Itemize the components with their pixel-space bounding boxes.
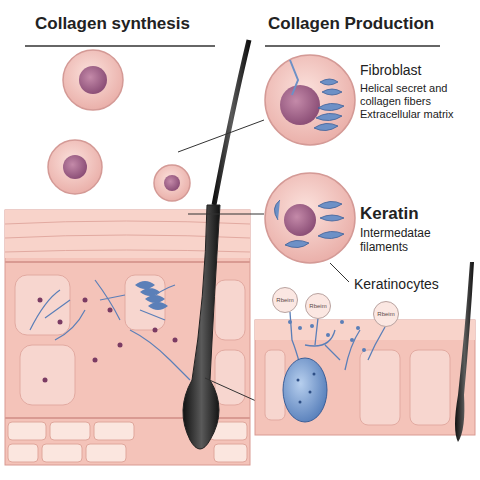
vesicle-label: Rbeim [377,311,394,317]
cell-label: Keratin [360,204,419,224]
vesicle-circle: Rbeim [272,287,298,313]
cell-label: Fibroblast [360,62,421,79]
heading: Collagen synthesis [35,14,190,34]
heading: Collagen Production [268,14,434,34]
description-text: Helical secret and collagen fibers Extra… [360,82,472,122]
vesicle-label: Rbeim [309,303,326,309]
vesicle-label: Rbeim [276,297,293,303]
description-text: Intermedatae filaments [360,226,448,255]
cell-label: Keratinocytes [354,276,439,293]
vesicle-circle: Rbeim [373,301,399,327]
vesicle-circle: Rbeim [305,293,331,319]
